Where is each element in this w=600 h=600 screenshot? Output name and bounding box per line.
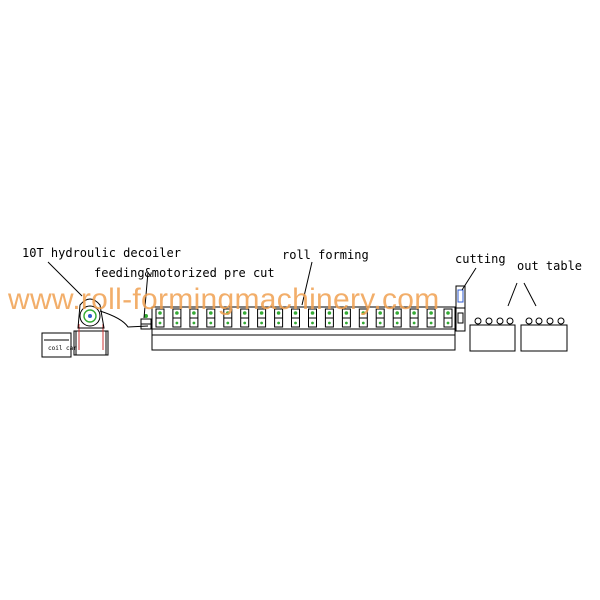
decoiler bbox=[73, 298, 109, 356]
label-out-table: out table bbox=[517, 259, 582, 273]
roller-station bbox=[223, 308, 233, 328]
label-roll-forming: roll forming bbox=[282, 248, 369, 262]
roller-station bbox=[240, 308, 250, 328]
roll-forming-frame bbox=[151, 306, 456, 351]
roller-station bbox=[189, 308, 199, 328]
out-table-2 bbox=[520, 317, 568, 352]
roller-station bbox=[291, 308, 300, 328]
roller-station bbox=[324, 308, 334, 328]
roller-station bbox=[274, 308, 284, 328]
roller-station bbox=[206, 308, 216, 328]
feeding-unit bbox=[140, 314, 152, 330]
roller-station bbox=[443, 308, 453, 328]
cutting-unit bbox=[455, 285, 466, 332]
leader-lines bbox=[47, 261, 537, 319]
roller-station bbox=[375, 308, 385, 328]
roller-station bbox=[257, 308, 267, 328]
roller-station bbox=[155, 308, 165, 328]
roller-station bbox=[409, 308, 419, 328]
roller-station bbox=[392, 308, 402, 328]
coil-car-label: coil car bbox=[48, 345, 77, 352]
roller-station bbox=[341, 308, 351, 328]
coil-car: coil car bbox=[41, 332, 77, 358]
roller-station bbox=[308, 308, 317, 328]
out-table-1 bbox=[469, 317, 516, 352]
label-cutting: cutting bbox=[455, 252, 506, 266]
roller-station bbox=[358, 308, 368, 328]
strip-line bbox=[99, 310, 149, 328]
roller-station bbox=[426, 308, 436, 328]
label-decoiler: 10T hydroulic decoiler bbox=[22, 246, 181, 260]
label-feeding: feeding&motorized pre cut bbox=[94, 266, 275, 280]
watermark-text: www.roll-formingmachinery.com bbox=[7, 283, 440, 316]
roller-station bbox=[172, 308, 182, 328]
roller-stations bbox=[155, 308, 453, 328]
